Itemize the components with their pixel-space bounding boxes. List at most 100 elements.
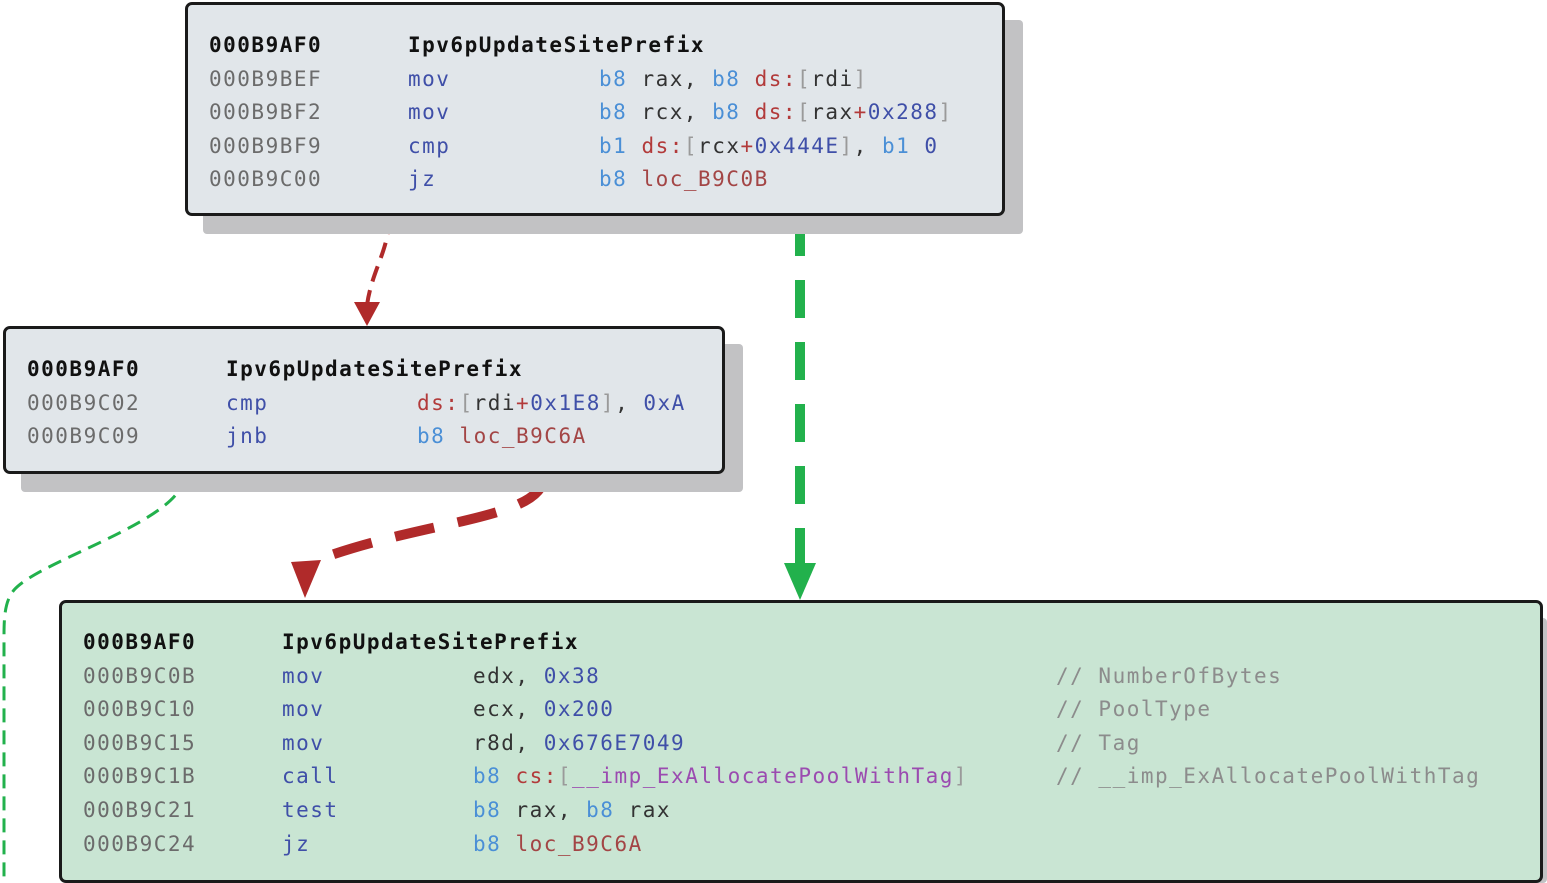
mnemonic: cmp [226,390,269,415]
operand-token [740,67,754,91]
operand-token: , [615,390,644,415]
function-address: 000B9AF0 [209,33,323,57]
instruction-address: 000B9C02 [27,390,141,415]
operand-token: + [516,390,531,415]
edge-arrowhead [784,563,816,600]
operand-token: 0xA [643,390,686,415]
operand-token: ] [600,390,616,415]
code-block-b9c0b[interactable]: 000B9AF0 Ipv6pUpdateSitePrefix 000B9C0B mov… [59,600,1543,883]
operands: b8 rax, b8 rax [473,793,671,827]
function-address: 000B9AF0 [27,357,141,381]
operand-token: ecx, [473,697,544,722]
instruction-address: 000B9C00 [209,167,323,192]
operand-token: __imp_ExAllocatePoolWithTag [572,764,954,789]
operand-token: loc_B9C0B [641,167,769,192]
operand-token: 0 [924,133,939,158]
operand-token: rax, [501,798,587,822]
operands: b1 ds:[rcx+0x444E], b1 0 [599,129,939,163]
mnemonic: mov [282,697,325,722]
operand-token: ] [953,764,969,789]
operand-token: ds: [754,66,798,91]
operands: b8 rcx, b8 ds:[rax+0x288] [599,95,953,129]
operand-token [627,167,641,191]
comment: // PoolType [1056,697,1212,722]
operand-token: ds: [754,100,798,125]
operand-token: edx, [473,663,544,688]
edge-b9c02-fallthrough [2,475,186,883]
operand-token [445,424,459,448]
operands: b8 loc_B9C6A [473,827,643,861]
operand-token [501,764,515,788]
operands: ds:[rdi+0x1E8], 0xA [417,386,686,420]
operand-token: loc_B9C6A [515,831,643,856]
operand-token: b8 [599,100,628,125]
operand-token: ] [839,133,854,158]
operand-token: ds: [417,390,460,415]
operands: b8 rax, b8 ds:[rdi] [599,62,868,96]
operands: b8 loc_B9C6A [417,419,587,453]
instruction-address: 000B9BF2 [209,100,323,125]
operand-token: 0x200 [543,697,615,722]
operand-token: b1 [599,133,628,158]
function-address: 000B9AF0 [83,630,197,654]
operand-token: rdi [473,390,517,415]
mnemonic: mov [408,66,451,91]
operand-token: + [740,133,755,158]
operand-token: b8 [417,424,446,449]
instruction-address: 000B9C21 [83,798,197,822]
operand-token: [ [797,66,812,91]
operand-token: b8 [599,167,628,192]
mnemonic: mov [408,100,451,125]
function-name: Ipv6pUpdateSitePrefix [282,630,580,654]
instruction-address: 000B9C0B [83,663,197,688]
operand-token: 0x676E7049 [543,730,686,755]
operand-token: b1 [881,133,911,158]
operand-token: ds: [641,133,684,158]
edge-arrowhead [354,302,380,326]
function-name: Ipv6pUpdateSitePrefix [408,33,706,57]
operand-token: loc_B9C6A [459,424,587,449]
operand-token [501,832,515,856]
mnemonic: mov [282,663,325,688]
operand-token: b8 [473,798,502,822]
mnemonic: cmp [408,133,451,158]
operand-token: [ [459,390,474,415]
operand-token: b8 [473,831,502,856]
operand-token: rax [614,798,672,822]
operands: b8 cs:[__imp_ExAllocatePoolWithTag] [473,759,968,793]
operand-token: rcx, [627,100,713,125]
instruction-address: 000B9BEF [209,66,323,91]
mnemonic: jnb [226,424,269,449]
function-name: Ipv6pUpdateSitePrefix [226,357,524,381]
operand-token: b8 [712,66,741,91]
operand-token: ] [938,100,953,125]
operand-token: b8 [473,764,502,789]
operand-token: rcx [698,133,741,158]
comment: // Tag [1056,730,1141,755]
operand-token: b8 [712,100,741,125]
operand-token: + [853,100,868,125]
operand-token [910,134,924,158]
operand-token [627,134,641,158]
operand-token: rdi [811,66,854,91]
code-block-b9bef[interactable]: 000B9AF0 Ipv6pUpdateSitePrefix 000B9BEF mov… [185,2,1005,216]
instruction-address: 000B9BF9 [209,133,323,158]
operands: edx, 0x38 [473,659,600,693]
code-block-b9c02[interactable]: 000B9AF0 Ipv6pUpdateSitePrefix 000B9C02 cmp… [3,326,725,474]
comment: // __imp_ExAllocatePoolWithTag [1056,764,1481,789]
operand-token: [ [683,133,699,158]
operand-token: , [853,133,882,158]
operand-token: rax [811,100,854,125]
mnemonic: jz [408,167,437,192]
operand-token: 0x444E [754,133,840,158]
edge-arrowhead [291,560,321,598]
operand-token: ] [853,66,868,91]
mnemonic: jz [282,831,311,856]
instruction-address: 000B9C09 [27,424,141,449]
instruction-address: 000B9C24 [83,831,197,856]
operand-token: r8d, [473,730,544,755]
operands: r8d, 0x676E7049 [473,726,685,760]
mnemonic: mov [282,730,325,755]
instruction-address: 000B9C15 [83,730,197,755]
operand-token: [ [797,100,812,125]
